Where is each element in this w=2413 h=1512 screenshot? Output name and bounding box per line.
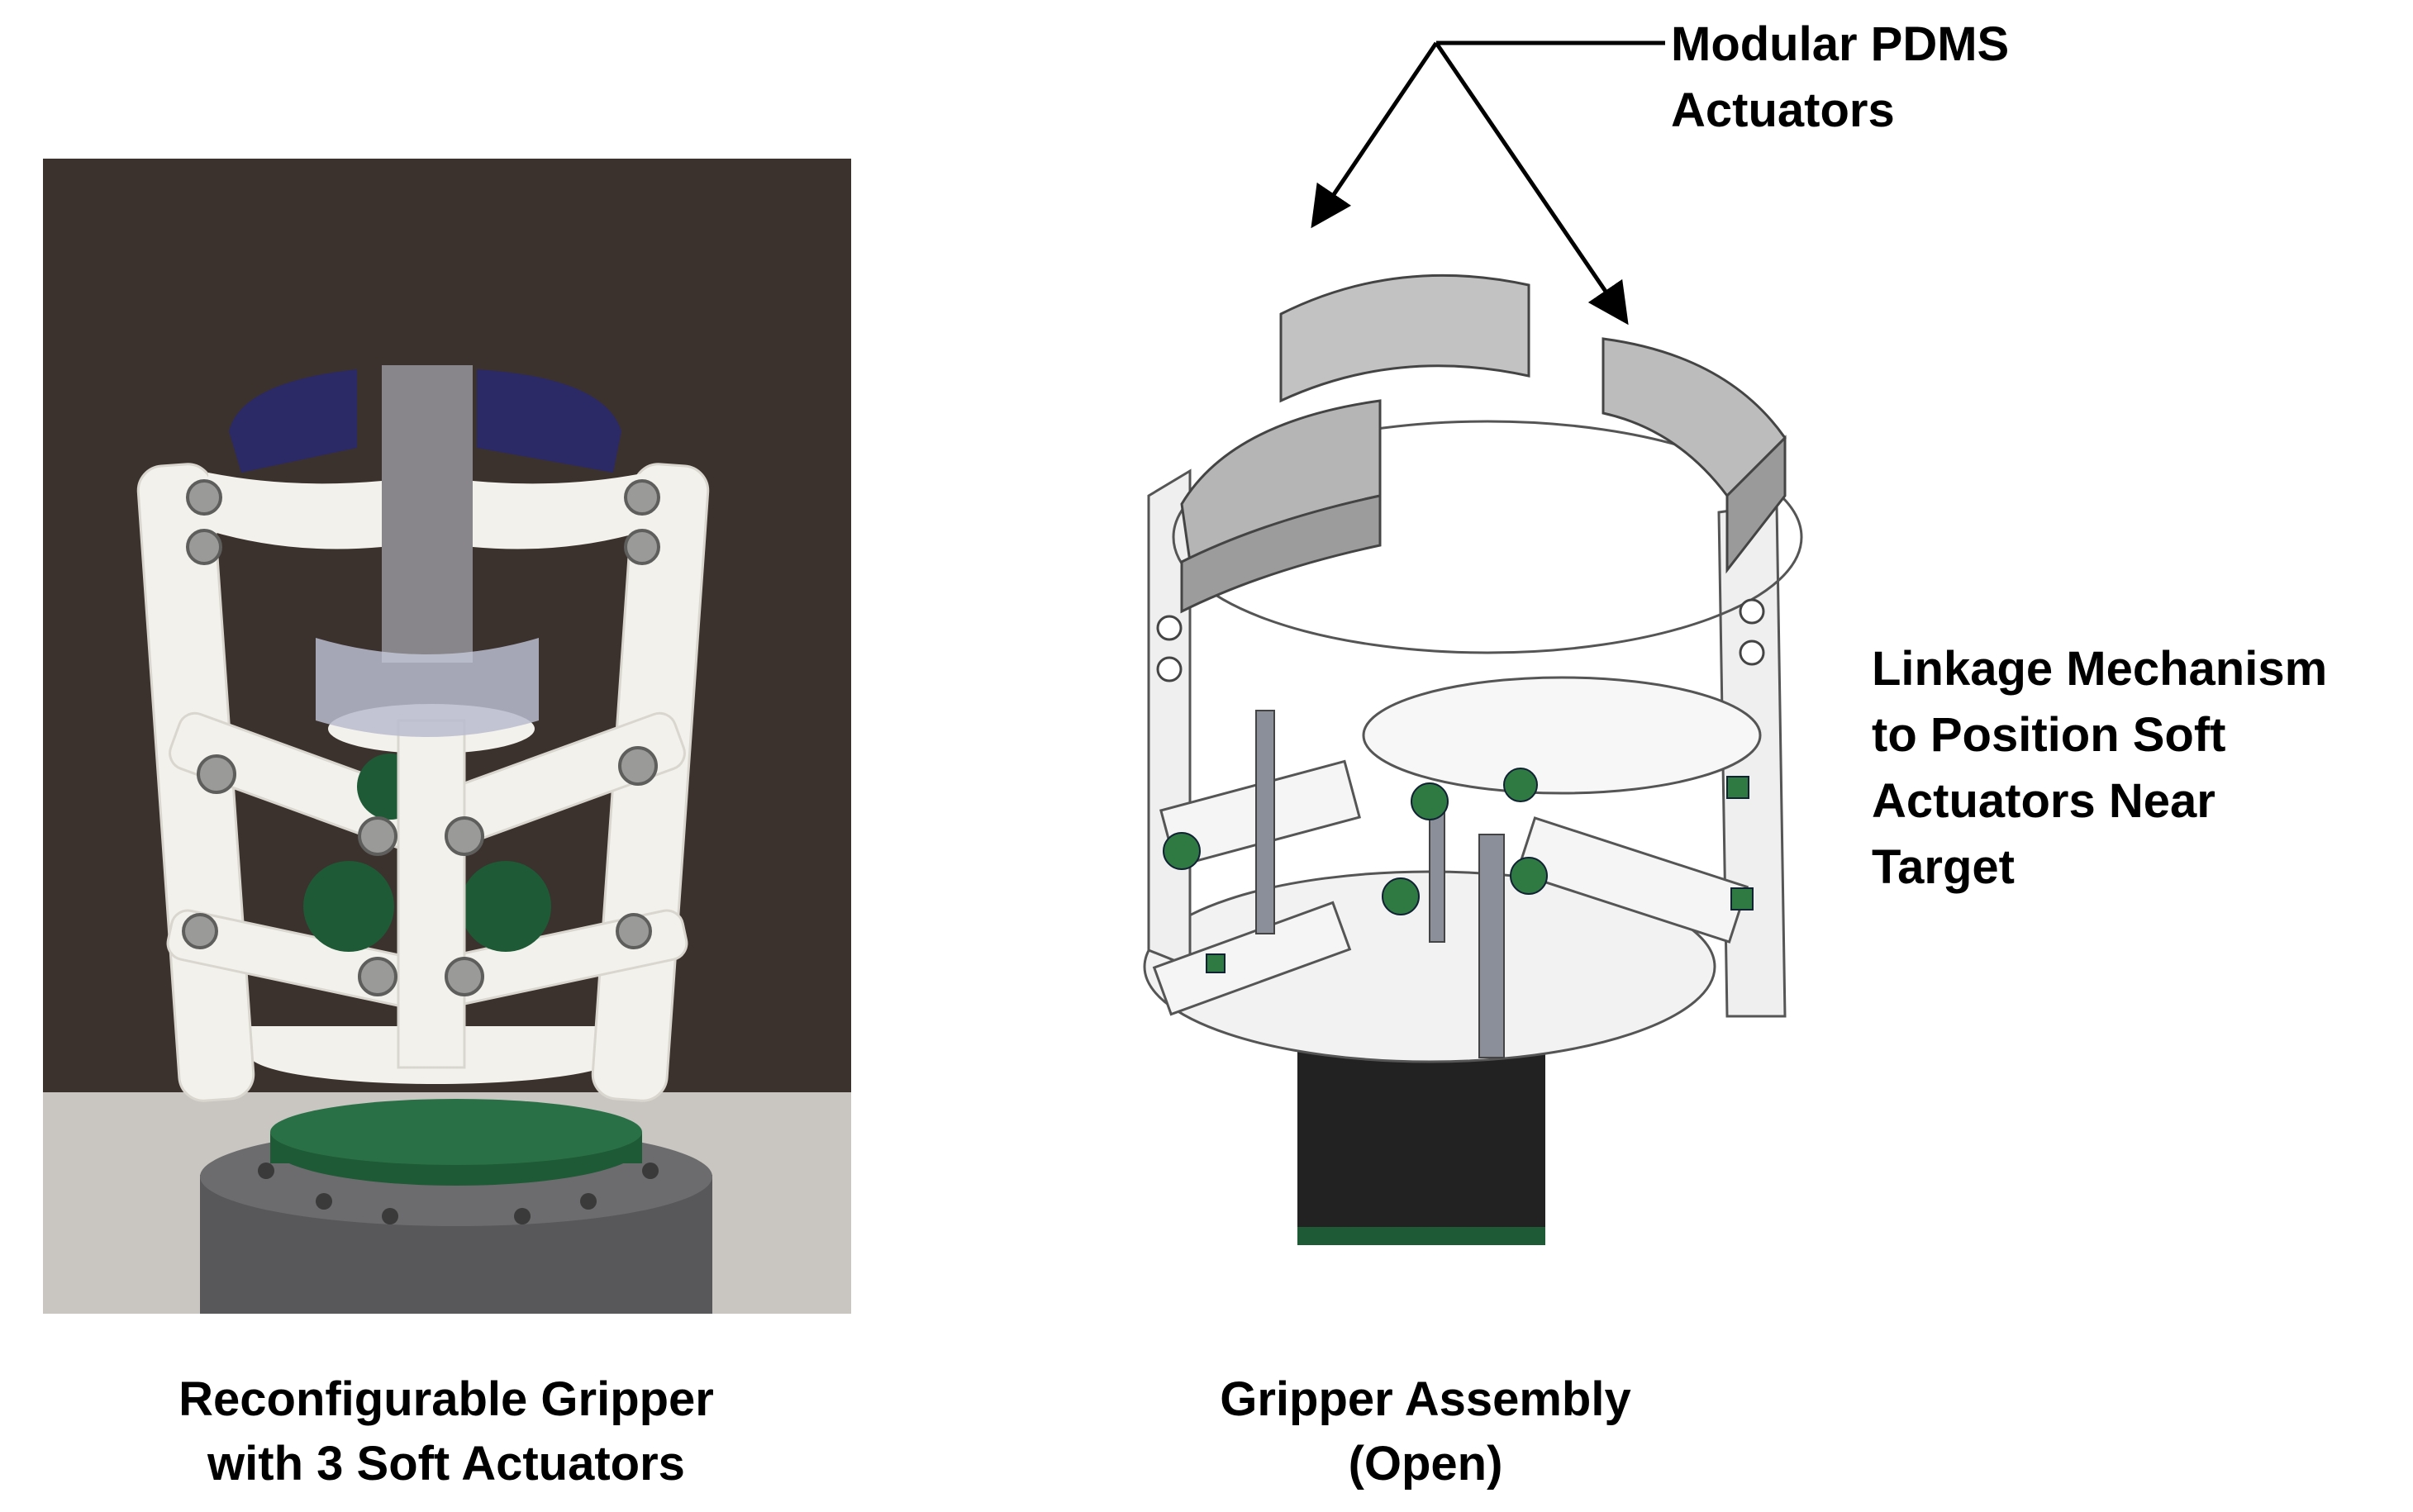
arrow-to-left-actuator bbox=[1311, 41, 1439, 229]
callout-modular-pdms-actuators: Modular PDMS Actuators bbox=[1671, 12, 2009, 144]
cad-middle-plate bbox=[1362, 676, 1762, 795]
gripper-photo-drawing bbox=[43, 159, 851, 1314]
base-holes bbox=[258, 1163, 659, 1224]
caption-left: Reconfigurable Gripper with 3 Soft Actua… bbox=[83, 1367, 810, 1496]
callout-linkage-line4: Target bbox=[1872, 840, 2015, 894]
gripper-photo bbox=[43, 159, 851, 1314]
cad-bearings bbox=[1163, 768, 1754, 973]
caption-right: Gripper Assembly (Open) bbox=[1091, 1367, 1760, 1496]
caption-left-line2: with 3 Soft Actuators bbox=[207, 1437, 685, 1491]
cad-assembly-drawing bbox=[1143, 273, 1803, 1245]
caption-left-line1: Reconfigurable Gripper bbox=[178, 1372, 714, 1426]
small-gears bbox=[303, 754, 551, 952]
callout-linkage-line2: to Position Soft bbox=[1872, 708, 2226, 762]
cad-actuator-back bbox=[1279, 273, 1530, 403]
fasteners bbox=[182, 479, 660, 996]
clear-actuator-gap bbox=[382, 365, 473, 663]
callout-actuators-line1: Modular PDMS bbox=[1671, 17, 2010, 71]
servo-motor bbox=[1297, 1033, 1545, 1239]
caption-right-line1: Gripper Assembly bbox=[1220, 1372, 1631, 1426]
callout-actuators-line2: Actuators bbox=[1671, 83, 1895, 137]
pdms-actuator-front bbox=[316, 638, 539, 737]
caption-right-line2: (Open) bbox=[1348, 1437, 1503, 1491]
cad-shafts bbox=[1255, 710, 1505, 1058]
callout-linkage-line1: Linkage Mechanism bbox=[1872, 642, 2328, 696]
cad-top-ring bbox=[1172, 420, 1803, 654]
base-gear-face bbox=[270, 1099, 642, 1165]
cad-actuator-left-side bbox=[1180, 494, 1382, 614]
pdms-actuator-right bbox=[477, 369, 621, 473]
cad-assembly-render bbox=[1132, 223, 1901, 1248]
center-post bbox=[397, 719, 466, 1069]
actuator-holder-left bbox=[208, 473, 382, 549]
pdms-actuator-left bbox=[229, 369, 357, 473]
cad-side-frames bbox=[1147, 468, 1787, 1018]
callout-linkage-line3: Actuators Near bbox=[1872, 774, 2215, 828]
callout-linkage-mechanism: Linkage Mechanism to Position Soft Actua… bbox=[1872, 636, 2327, 901]
cad-actuator-right-side bbox=[1725, 435, 1787, 574]
cad-pivot-holes bbox=[1156, 598, 1765, 682]
actuator-holder-right bbox=[473, 473, 646, 549]
motor-coupler bbox=[1297, 1227, 1545, 1245]
